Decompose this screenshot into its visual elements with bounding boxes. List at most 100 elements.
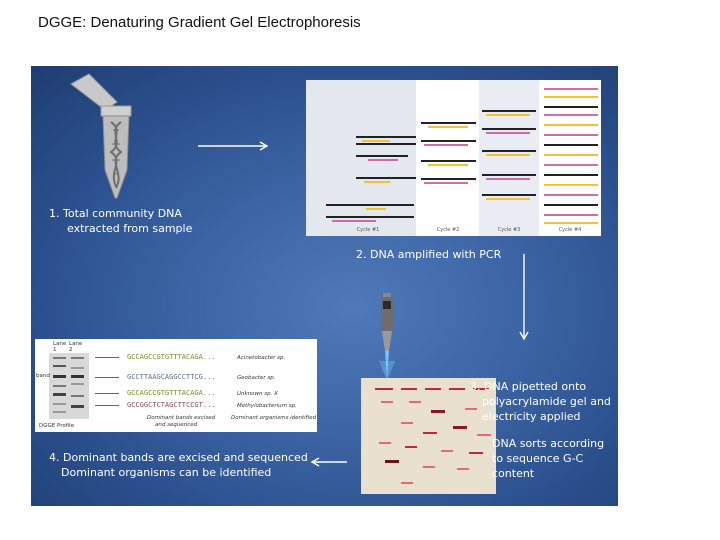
sequence-4: GCCGGCTCTAGCTTCCGT...	[127, 401, 216, 409]
footer-mid-line1: Dominant bands excised	[147, 415, 216, 421]
gel-band	[71, 383, 84, 385]
dna-strand	[421, 160, 476, 162]
gel-band	[53, 375, 66, 378]
sequence-2: GCCTTAAGCAGGCCTTCG...	[127, 373, 216, 381]
dna-strand	[544, 134, 598, 136]
connector-line	[95, 377, 119, 378]
step3b-text-line3: content	[492, 467, 535, 480]
dna-strand	[332, 220, 376, 222]
pcr-column-3	[479, 80, 539, 236]
dna-strand	[486, 198, 530, 200]
cycle-label-3: Cycle #3	[497, 227, 521, 233]
dna-strand	[421, 178, 476, 180]
gel-band	[385, 460, 399, 463]
lane-header-1: Lane 1	[53, 341, 67, 353]
step2-text: 2. DNA amplified with PCR	[356, 248, 502, 261]
dna-strand	[362, 140, 390, 142]
cycle-label-4: Cycle #4	[558, 227, 582, 233]
gel-band	[53, 411, 66, 413]
gel-band	[401, 482, 413, 484]
arrow-right-icon	[198, 141, 269, 151]
organism-1: Acinetobacter sp.	[237, 355, 286, 361]
gel-band	[71, 357, 84, 359]
gel-slab	[361, 378, 496, 494]
step4-text-line1: 4. Dominant bands are excised and sequen…	[49, 451, 308, 464]
gel-band	[71, 405, 84, 408]
gel-band	[423, 432, 437, 434]
dna-strand	[544, 124, 598, 126]
dna-strand	[544, 144, 598, 146]
step1-text-line2: extracted from sample	[67, 222, 193, 235]
dna-strand	[326, 204, 414, 206]
gel-band	[71, 375, 84, 378]
pcr-column-4	[539, 80, 601, 236]
gel-band	[449, 388, 465, 390]
connector-line	[95, 393, 119, 394]
gel-band	[401, 422, 413, 424]
gel-band	[375, 388, 393, 390]
dgge-profile-label: DGGE Profile	[39, 423, 75, 429]
dna-strand	[421, 122, 476, 124]
sample-tube-icon	[70, 73, 132, 199]
gel-band	[457, 468, 469, 470]
band-label: band	[36, 373, 50, 379]
gel-band	[469, 452, 483, 454]
gel-band	[477, 434, 491, 436]
gel-band	[423, 466, 435, 468]
dna-strand	[482, 128, 536, 130]
step4-text-line2: Dominant organisms can be identified	[61, 466, 272, 479]
pcr-cycles-figure: Cycle #1 Cycle #2 Cycle #3 Cycle #4	[306, 80, 601, 236]
dna-strand	[544, 174, 598, 176]
dna-strand	[482, 174, 536, 176]
dna-strand	[544, 204, 598, 206]
dna-strand	[356, 177, 416, 179]
gel-band	[71, 395, 84, 397]
dna-strand	[544, 114, 598, 116]
dna-strand	[421, 140, 476, 142]
connector-line	[95, 405, 119, 406]
dgge-profile-inset: Lane 1 Lane 2 band DGGE Profile GCCAGCCG…	[35, 339, 317, 432]
dna-strand	[544, 194, 598, 196]
dna-strand	[544, 106, 598, 108]
footer-mid-line2: and sequenced	[155, 422, 198, 428]
dna-strand	[544, 154, 598, 156]
dna-strand	[364, 181, 390, 183]
gel-band	[53, 403, 66, 405]
gel-band	[53, 385, 66, 387]
footer-right: Dominant organisms identified	[231, 415, 317, 421]
diagram-panel: 1. Total community DNA extracted from sa…	[31, 66, 618, 506]
gel-photo	[49, 353, 89, 419]
dna-strand	[486, 132, 530, 134]
dna-strand	[326, 216, 414, 218]
dna-strand	[486, 178, 530, 180]
step3b-text-line2: to sequence G-C	[492, 452, 584, 465]
step3b-text-line1: DNA sorts according	[492, 437, 605, 450]
dna-strand	[544, 184, 598, 186]
connector-line	[95, 357, 119, 358]
arrow-left-icon	[310, 457, 347, 467]
dna-strand	[428, 164, 468, 166]
gel-band	[381, 401, 393, 403]
organism-2: Geobacter sp.	[237, 375, 276, 381]
page-title: DGGE: Denaturing Gradient Gel Electropho…	[38, 14, 361, 31]
dna-strand	[366, 208, 386, 210]
dna-strand	[544, 96, 598, 98]
cycle-label-2: Cycle #2	[436, 227, 460, 233]
gel-band	[53, 357, 66, 359]
dna-strand	[544, 88, 598, 90]
dna-strand	[368, 159, 398, 161]
pcr-column-2	[416, 80, 479, 236]
dna-strand	[544, 222, 598, 224]
dna-strand	[486, 114, 530, 116]
sequence-1: GCCAGCCGTGTTTACAGA...	[127, 353, 216, 361]
step1-text-line1: 1. Total community DNA	[49, 207, 182, 220]
organism-4: Methylobacterium sp.	[237, 403, 297, 409]
pcr-column-1	[306, 80, 416, 236]
gel-band	[405, 446, 417, 448]
dna-strand	[544, 164, 598, 166]
gel-band	[71, 367, 84, 369]
dna-strand	[544, 214, 598, 216]
dna-strand	[356, 143, 416, 145]
step3-text-line2: polyacrylamide gel and	[482, 395, 611, 408]
dna-strand	[428, 126, 468, 128]
